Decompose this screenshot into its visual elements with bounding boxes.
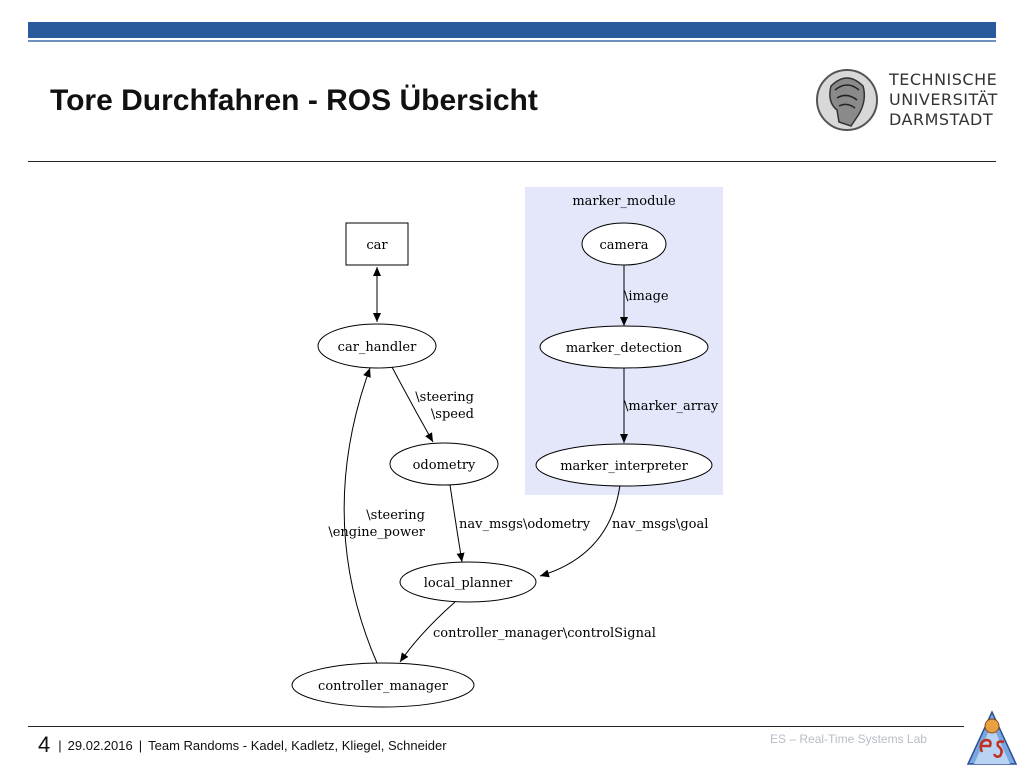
es-lab-logo-icon xyxy=(966,710,1018,765)
edge-label-steering-2: \steering xyxy=(366,508,425,523)
edge-label-steering-1: \steering xyxy=(415,390,474,405)
athena-head-icon xyxy=(816,69,878,131)
footer-authors: Team Randoms - Kadel, Kadletz, Kliegel, … xyxy=(148,738,447,753)
title-divider xyxy=(28,161,996,162)
edge-label-engine-power: \engine_power xyxy=(328,525,425,540)
edge-label-marker-array: \marker_array xyxy=(624,399,719,414)
page-number: 4 xyxy=(38,732,51,757)
logo-line-3: DARMSTADT xyxy=(889,110,994,129)
edge-steering-engine-power xyxy=(343,367,378,664)
footer: 4 | 29.02.2016 | Team Randoms - Kadel, Kadle… xyxy=(38,732,447,758)
node-car-label: car xyxy=(366,238,388,253)
node-camera-label: camera xyxy=(599,238,648,253)
edge-label-nav-odometry: nav_msgs\odometry xyxy=(459,517,591,532)
node-local-planner xyxy=(399,561,537,603)
node-camera xyxy=(581,222,667,266)
footer-separator: | xyxy=(138,738,143,753)
lab-name: ES – Real-Time Systems Lab xyxy=(770,732,927,746)
cluster-label: marker_module xyxy=(572,194,676,209)
node-marker-detection-label: marker_detection xyxy=(566,341,683,356)
node-marker-interpreter xyxy=(535,443,713,487)
node-odometry xyxy=(389,442,499,486)
edge-label-control-signal: controller_manager\controlSignal xyxy=(433,626,656,641)
node-car xyxy=(345,222,409,266)
footer-date: 29.02.2016 xyxy=(67,738,133,753)
node-local-planner-label: local_planner xyxy=(424,576,513,591)
node-marker-detection xyxy=(539,325,709,369)
tu-darmstadt-logo: TECHNISCHE UNIVERSITÄT DARMSTADT xyxy=(803,56,999,146)
edge-control-signal xyxy=(399,601,456,663)
top-bar-line xyxy=(28,40,996,42)
logo-line-1: TECHNISCHE xyxy=(889,70,998,89)
top-bar xyxy=(28,22,996,38)
node-marker-interpreter-label: marker_interpreter xyxy=(560,459,688,474)
edge-steering-speed xyxy=(391,366,434,443)
edge-nav-odometry xyxy=(449,484,465,563)
footer-separator: | xyxy=(58,738,62,753)
edge-nav-goal xyxy=(539,484,621,578)
edge-label-speed: \speed xyxy=(431,407,474,422)
node-car-handler xyxy=(317,323,437,369)
logo-line-2: UNIVERSITÄT xyxy=(889,90,998,109)
edge-label-image: \image xyxy=(624,289,669,304)
footer-divider xyxy=(28,726,964,727)
node-controller-manager-label: controller_manager xyxy=(318,679,449,694)
node-odometry-label: odometry xyxy=(413,458,476,473)
node-controller-manager xyxy=(291,662,475,708)
node-car-handler-label: car_handler xyxy=(338,340,417,355)
slide-title: Tore Durchfahren - ROS Übersicht xyxy=(50,84,538,117)
edge-label-nav-goal: nav_msgs\goal xyxy=(612,517,708,532)
